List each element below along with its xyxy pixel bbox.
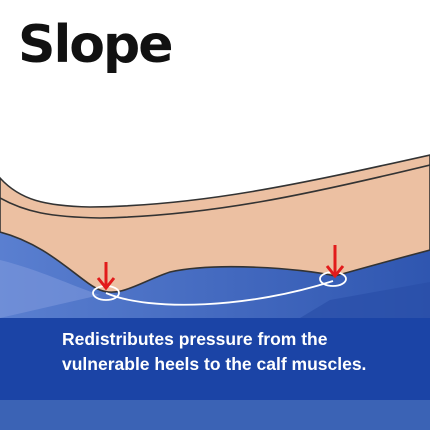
cushion-highlight: [0, 260, 100, 318]
caption-text: Redistributes pressure from the vulnerab…: [62, 327, 422, 377]
cushion-shadow: [300, 282, 430, 318]
diagram-title: Slope: [18, 15, 173, 75]
calf-down-arrow-icon: [325, 245, 345, 279]
caption-line-1: Redistributes pressure from the: [62, 329, 328, 349]
pressure-curve: [105, 280, 334, 306]
heel-down-arrow-icon: [96, 262, 116, 291]
leg-contour-line: [0, 164, 430, 219]
cushion-surface: [0, 232, 430, 318]
caption-line-2: vulnerable heels to the calf muscles.: [62, 354, 367, 374]
caption-band: [0, 318, 430, 400]
bottom-strip: [0, 400, 430, 430]
